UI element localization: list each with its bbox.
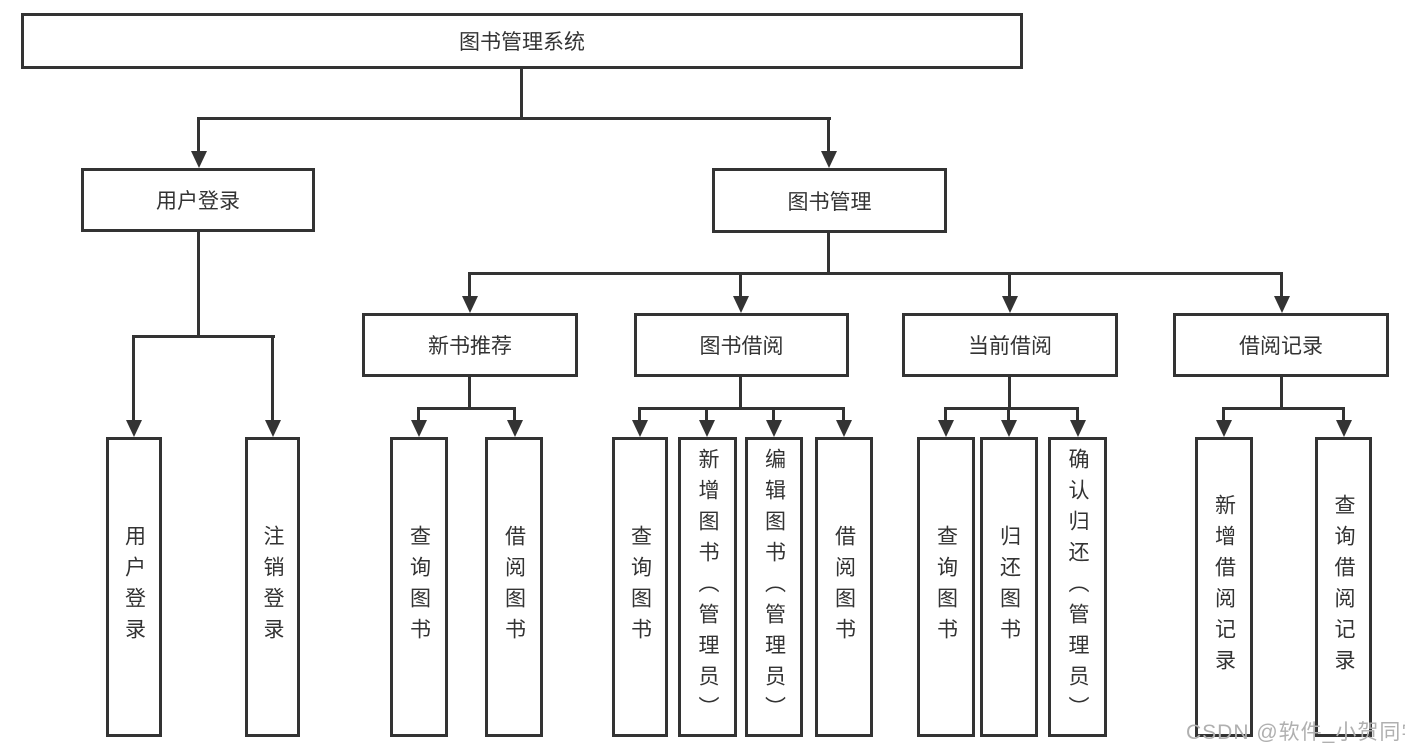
leaf-logout-label: 注销登录	[261, 525, 284, 649]
connector-drop	[638, 407, 641, 422]
node-book-borrow: 图书借阅	[634, 313, 849, 377]
connector-drop	[1342, 407, 1345, 422]
leaf-add-books-admin: 新增图书（管理员）	[678, 437, 737, 737]
connector-bus-level2	[197, 117, 831, 120]
connector-riser	[1008, 377, 1011, 409]
leaf-return-books: 归还图书	[980, 437, 1038, 737]
leaf-recommend-borrow-books-label: 借阅图书	[502, 525, 526, 649]
connector-drop	[739, 272, 742, 298]
leaf-current-query-books-label: 查询图书	[934, 525, 958, 649]
connector-drop	[417, 407, 420, 422]
arrowhead-down-icon	[126, 420, 142, 437]
connector-drop	[468, 272, 471, 298]
leaf-add-books-admin-label: 新增图书（管理员）	[696, 447, 719, 727]
node-book-management: 图书管理	[712, 168, 947, 233]
arrowhead-down-icon	[1002, 296, 1018, 313]
csdn-watermark: CSDN @软件_小贺同学	[1186, 721, 1405, 744]
leaf-edit-books-admin-label: 编辑图书（管理员）	[762, 447, 786, 727]
arrowhead-down-icon	[938, 420, 954, 437]
connector-riser	[1280, 377, 1283, 409]
node-borrow-records-label: 借阅记录	[1239, 335, 1323, 358]
leaf-user-login: 用户登录	[106, 437, 162, 737]
connector-drop	[1280, 272, 1283, 298]
leaf-add-borrow-record-label: 新增借阅记录	[1212, 494, 1236, 680]
connector-riser-book-management	[827, 233, 830, 275]
connector-bus	[1222, 407, 1345, 410]
leaf-add-borrow-record: 新增借阅记录	[1195, 437, 1253, 737]
connector-bus	[417, 407, 516, 410]
connector-drop	[842, 407, 845, 422]
connector-riser	[468, 377, 471, 409]
leaf-edit-books-admin: 编辑图书（管理员）	[745, 437, 803, 737]
arrowhead-down-icon	[821, 151, 837, 168]
arrowhead-down-icon	[632, 420, 648, 437]
leaf-borrow-query-books: 查询图书	[612, 437, 668, 737]
node-book-management-label: 图书管理	[787, 190, 872, 214]
node-book-borrow-label: 图书借阅	[699, 335, 784, 358]
arrowhead-down-icon	[1070, 420, 1086, 437]
connector-drop	[132, 335, 135, 421]
connector-riser-root	[520, 69, 523, 119]
arrowhead-down-icon	[191, 151, 207, 168]
arrowhead-down-icon	[836, 420, 852, 437]
leaf-recommend-query-books: 查询图书	[390, 437, 448, 737]
leaf-recommend-query-books-label: 查询图书	[407, 525, 431, 649]
connector-drop	[705, 407, 708, 422]
connector-drop	[772, 407, 775, 422]
leaf-confirm-return-admin: 确认归还（管理员）	[1048, 437, 1107, 737]
leaf-return-books-label: 归还图书	[997, 525, 1021, 649]
leaf-current-query-books: 查询图书	[917, 437, 975, 737]
leaf-query-borrow-record-label: 查询借阅记录	[1332, 494, 1355, 680]
node-current-borrow-label: 当前借阅	[968, 335, 1052, 358]
node-new-book-recommend: 新书推荐	[362, 313, 578, 377]
connector-drop	[944, 407, 947, 422]
leaf-borrow-books-label: 借阅图书	[832, 525, 856, 649]
node-user-login-label: 用户登录	[156, 190, 240, 213]
connector-bus-level3	[468, 272, 1283, 275]
connector-drop	[1222, 407, 1225, 422]
connector-riser-user-login	[197, 232, 200, 338]
arrowhead-down-icon	[411, 420, 427, 437]
node-borrow-records: 借阅记录	[1173, 313, 1389, 377]
node-new-book-recommend-label: 新书推荐	[428, 335, 512, 358]
leaf-query-borrow-record: 查询借阅记录	[1315, 437, 1372, 737]
arrowhead-down-icon	[462, 296, 478, 313]
connector-bus	[944, 407, 1079, 410]
connector-drop	[197, 117, 200, 153]
arrowhead-down-icon	[1216, 420, 1232, 437]
connector-bus-user-login	[132, 335, 275, 338]
connector-drop	[827, 117, 830, 153]
leaf-user-login-label: 用户登录	[122, 525, 146, 649]
node-library-system-label: 图书管理系统	[459, 31, 585, 54]
connector-drop	[1076, 407, 1079, 422]
node-library-system: 图书管理系统	[21, 13, 1023, 69]
arrowhead-down-icon	[507, 420, 523, 437]
arrowhead-down-icon	[699, 420, 715, 437]
arrowhead-down-icon	[733, 296, 749, 313]
connector-drop	[1007, 407, 1010, 422]
arrowhead-down-icon	[1001, 420, 1017, 437]
arrowhead-down-icon	[1274, 296, 1290, 313]
arrowhead-down-icon	[1336, 420, 1352, 437]
leaf-borrow-books: 借阅图书	[815, 437, 873, 737]
leaf-recommend-borrow-books: 借阅图书	[485, 437, 543, 737]
arrowhead-down-icon	[766, 420, 782, 437]
connector-bus	[638, 407, 845, 410]
arrowhead-down-icon	[265, 420, 281, 437]
connector-drop	[1008, 272, 1011, 298]
node-user-login: 用户登录	[81, 168, 315, 232]
node-current-borrow: 当前借阅	[902, 313, 1118, 377]
leaf-confirm-return-admin-label: 确认归还（管理员）	[1066, 447, 1089, 727]
connector-riser	[739, 377, 742, 409]
leaf-borrow-query-books-label: 查询图书	[628, 525, 652, 649]
leaf-logout: 注销登录	[245, 437, 300, 737]
connector-drop	[271, 335, 274, 421]
connector-drop	[513, 407, 516, 422]
